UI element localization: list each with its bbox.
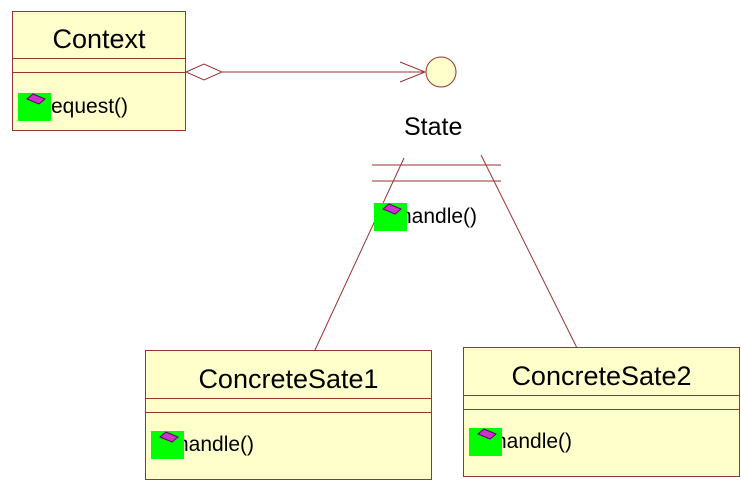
operation-icon [18,93,51,121]
aggregation-diamond [184,63,224,81]
operation-label: handle() [495,430,573,453]
operation-label: request() [44,95,129,118]
operation[interactable]: request() [18,93,128,121]
operation[interactable]: handle() [469,428,572,456]
operation-icon [151,431,184,459]
operation-label: handle() [400,205,478,228]
class-separator [464,409,739,410]
class-separator [146,412,431,413]
class-name: ConcreteSate2 [511,361,692,391]
operation[interactable]: handle() [151,431,254,459]
concrete-state-2-class[interactable]: ConcreteSate2 handle() [463,347,740,477]
class-name: Context [52,24,146,54]
operation[interactable]: handle() [374,203,477,231]
aggregation-association [184,61,427,83]
operation-label: handle() [177,433,255,456]
state-interface-circle[interactable] [425,56,457,88]
class-separator [464,395,739,396]
realization-line-concrete1 [314,157,405,351]
concrete-state-1-class[interactable]: ConcreteSate1 handle() [145,350,432,480]
class-separator [13,58,185,59]
state-interface-name: State [404,113,463,141]
operation-icon [374,203,407,231]
association-arrowhead [399,61,427,83]
relationship-lines [184,56,579,351]
realization-line-concrete2 [480,154,579,351]
context-class[interactable]: Context request() [12,11,186,131]
class-name: ConcreteSate1 [198,364,379,394]
operation-icon [469,428,502,456]
class-separator [13,72,185,73]
class-separator [146,398,431,399]
